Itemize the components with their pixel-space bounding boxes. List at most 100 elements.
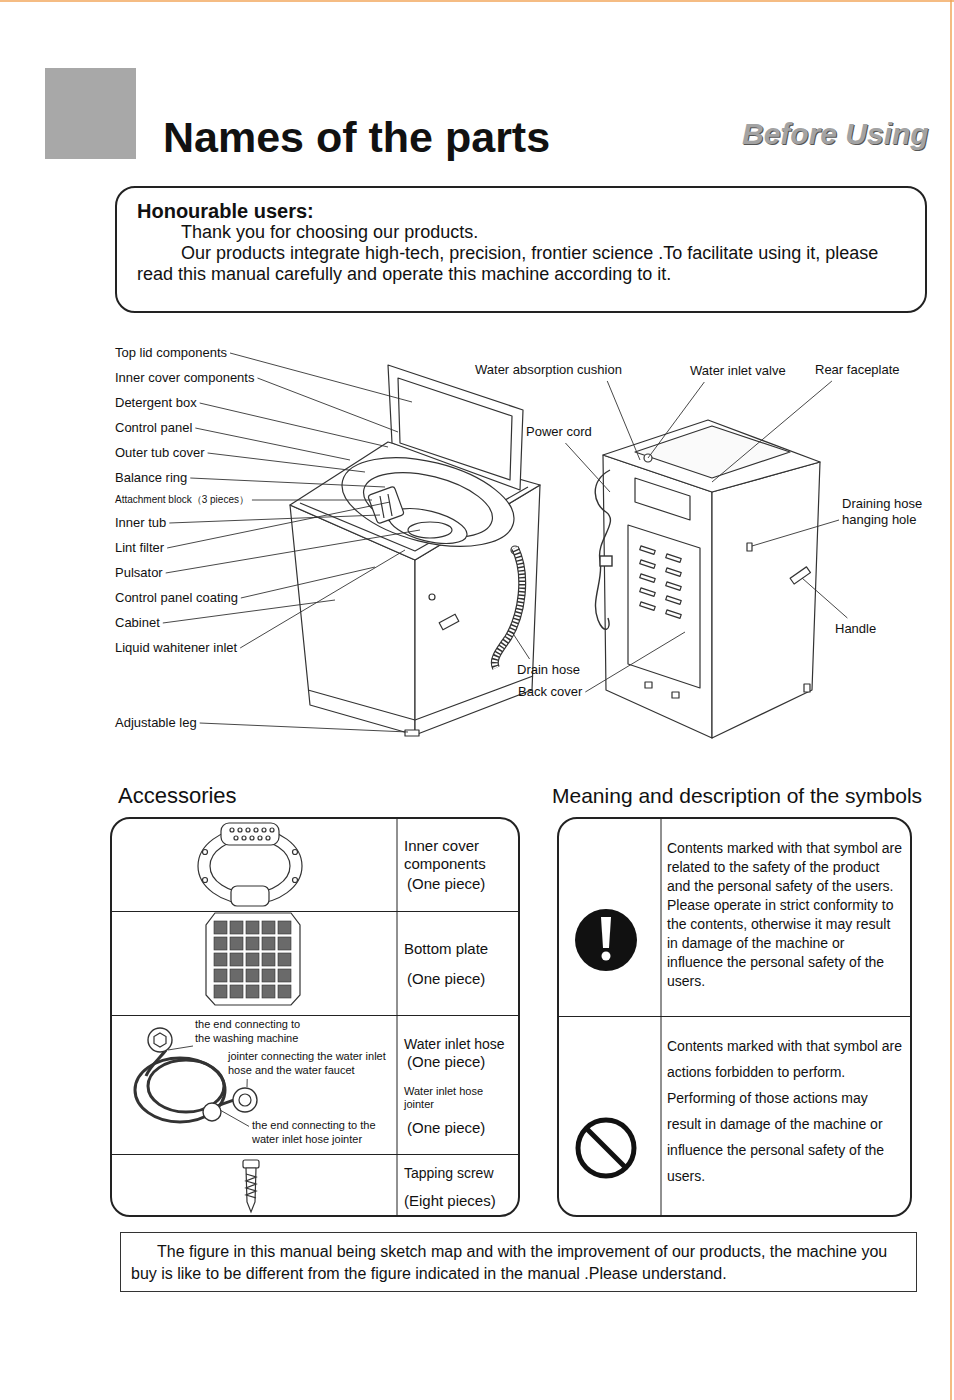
callout-label: jointer connecting the water inlet hose … (228, 1049, 388, 1077)
bottom-plate-picture (278, 953, 291, 966)
part-label: Cabinet (115, 615, 160, 631)
bottom-plate-picture (262, 953, 275, 966)
inner-cover-picture (262, 828, 266, 832)
washer-rear-view (640, 588, 656, 596)
leader-line (257, 378, 398, 432)
bottom-plate-picture (214, 937, 227, 950)
washer-rear-view (666, 596, 682, 604)
washer-rear-view (635, 426, 790, 478)
bottom-plate-picture (262, 921, 275, 934)
washer-rear-view (603, 455, 712, 738)
prohibition-symbol (578, 1120, 634, 1176)
accessory-row: Inner cover components (One piece) (112, 819, 518, 911)
washer-rear-view (640, 546, 656, 554)
bottom-plate-picture (230, 953, 243, 966)
part-label: Pulsator (115, 565, 163, 581)
part-label: Draining hose hanging hole (842, 496, 947, 528)
inlet-hose-picture (239, 1094, 251, 1106)
accessory-name: Water inlet hose (404, 1036, 512, 1053)
table-heading: Meaning and description of the symbols (552, 783, 922, 809)
bottom-plate-picture (230, 969, 243, 982)
inner-cover-picture (234, 836, 238, 840)
inlet-hose-picture (146, 1050, 166, 1076)
section-tag: Before Using (742, 116, 929, 152)
note-box: The figure in this manual being sketch m… (120, 1232, 917, 1292)
bottom-plate-picture (206, 913, 300, 1005)
bottom-plate-picture (214, 969, 227, 982)
washer-rear-view (640, 560, 656, 568)
washer-rear-view (747, 543, 752, 551)
washer-rear-view (603, 420, 820, 738)
inlet-hose-picture (148, 1028, 172, 1052)
washer-front-view (439, 614, 459, 630)
part-label: Back cover (518, 684, 582, 700)
inner-cover-picture (293, 850, 298, 855)
washer-rear-view (645, 682, 652, 688)
screw-picture (246, 1168, 256, 1212)
leader-line (241, 567, 375, 598)
washer-rear-view (666, 582, 682, 590)
part-label: Drain hose (517, 662, 580, 678)
inner-cover-picture (254, 828, 258, 832)
inner-cover-picture (238, 828, 242, 832)
leader-line (247, 1079, 248, 1087)
part-label: Water absorption cushion (475, 362, 622, 378)
inner-cover-picture (293, 878, 298, 883)
washer-rear-view (640, 602, 656, 610)
inner-cover-picture (270, 828, 274, 832)
bottom-plate-picture (262, 969, 275, 982)
washer-rear-view (666, 610, 682, 618)
leader-line (252, 500, 372, 501)
accessory-name: Inner cover components (404, 837, 512, 873)
leader-line (565, 443, 610, 492)
part-label: Detergent box (115, 395, 197, 411)
leader-line (166, 530, 420, 573)
quantity: (One piece) (407, 970, 512, 988)
part-label: Balance ring (115, 470, 187, 486)
leader-line (585, 632, 685, 692)
washer-rear-view (666, 568, 682, 576)
leader-line (512, 632, 530, 659)
symbol-description: Contents marked with that symbol are act… (667, 1033, 904, 1189)
washer-front-view (290, 365, 540, 736)
washer-rear-view (790, 567, 810, 584)
warning-symbol (575, 909, 637, 971)
part-label: Liquid wahitener inlet (115, 640, 237, 656)
bottom-plate-picture (214, 985, 227, 998)
washer-front-view (388, 365, 523, 490)
quantity: (One piece) (407, 875, 512, 893)
drain-hose (495, 548, 522, 668)
inner-cover-picture (266, 836, 270, 840)
leader-line (190, 478, 385, 487)
leader-line (208, 453, 365, 472)
part-label: Control panel coating (115, 590, 238, 606)
leader-line (230, 353, 412, 402)
inner-cover-picture (198, 823, 302, 906)
leader-line (168, 1046, 193, 1050)
washer-front-view (380, 496, 384, 518)
power-cord (595, 470, 610, 629)
inner-cover-picture (242, 836, 246, 840)
warning-symbol (575, 909, 637, 971)
screw-picture (246, 1174, 256, 1198)
inner-cover-picture (230, 828, 234, 832)
inlet-hose-picture (135, 1058, 225, 1122)
bottom-plate-picture (246, 969, 259, 982)
washer-front-view (368, 486, 405, 524)
bottom-plate-picture (246, 953, 259, 966)
table-heading: Accessories (118, 783, 237, 809)
inner-cover-picture (221, 823, 279, 845)
inner-cover-picture (250, 836, 254, 840)
washer-front-view (388, 494, 392, 516)
bottom-plate-picture (230, 985, 243, 998)
inner-cover-picture (203, 850, 208, 855)
quantity: (One piece) (407, 1053, 512, 1071)
bottom-plate-picture (230, 921, 243, 934)
part-label: Adjustable leg (115, 715, 197, 731)
washer-rear-view (640, 574, 656, 582)
note-text: The figure in this manual being sketch m… (131, 1241, 906, 1285)
symbol-row: Contents marked with that symbol are act… (559, 1016, 910, 1215)
greeting-heading: Honourable users: (137, 200, 905, 222)
leader-line (169, 515, 380, 523)
